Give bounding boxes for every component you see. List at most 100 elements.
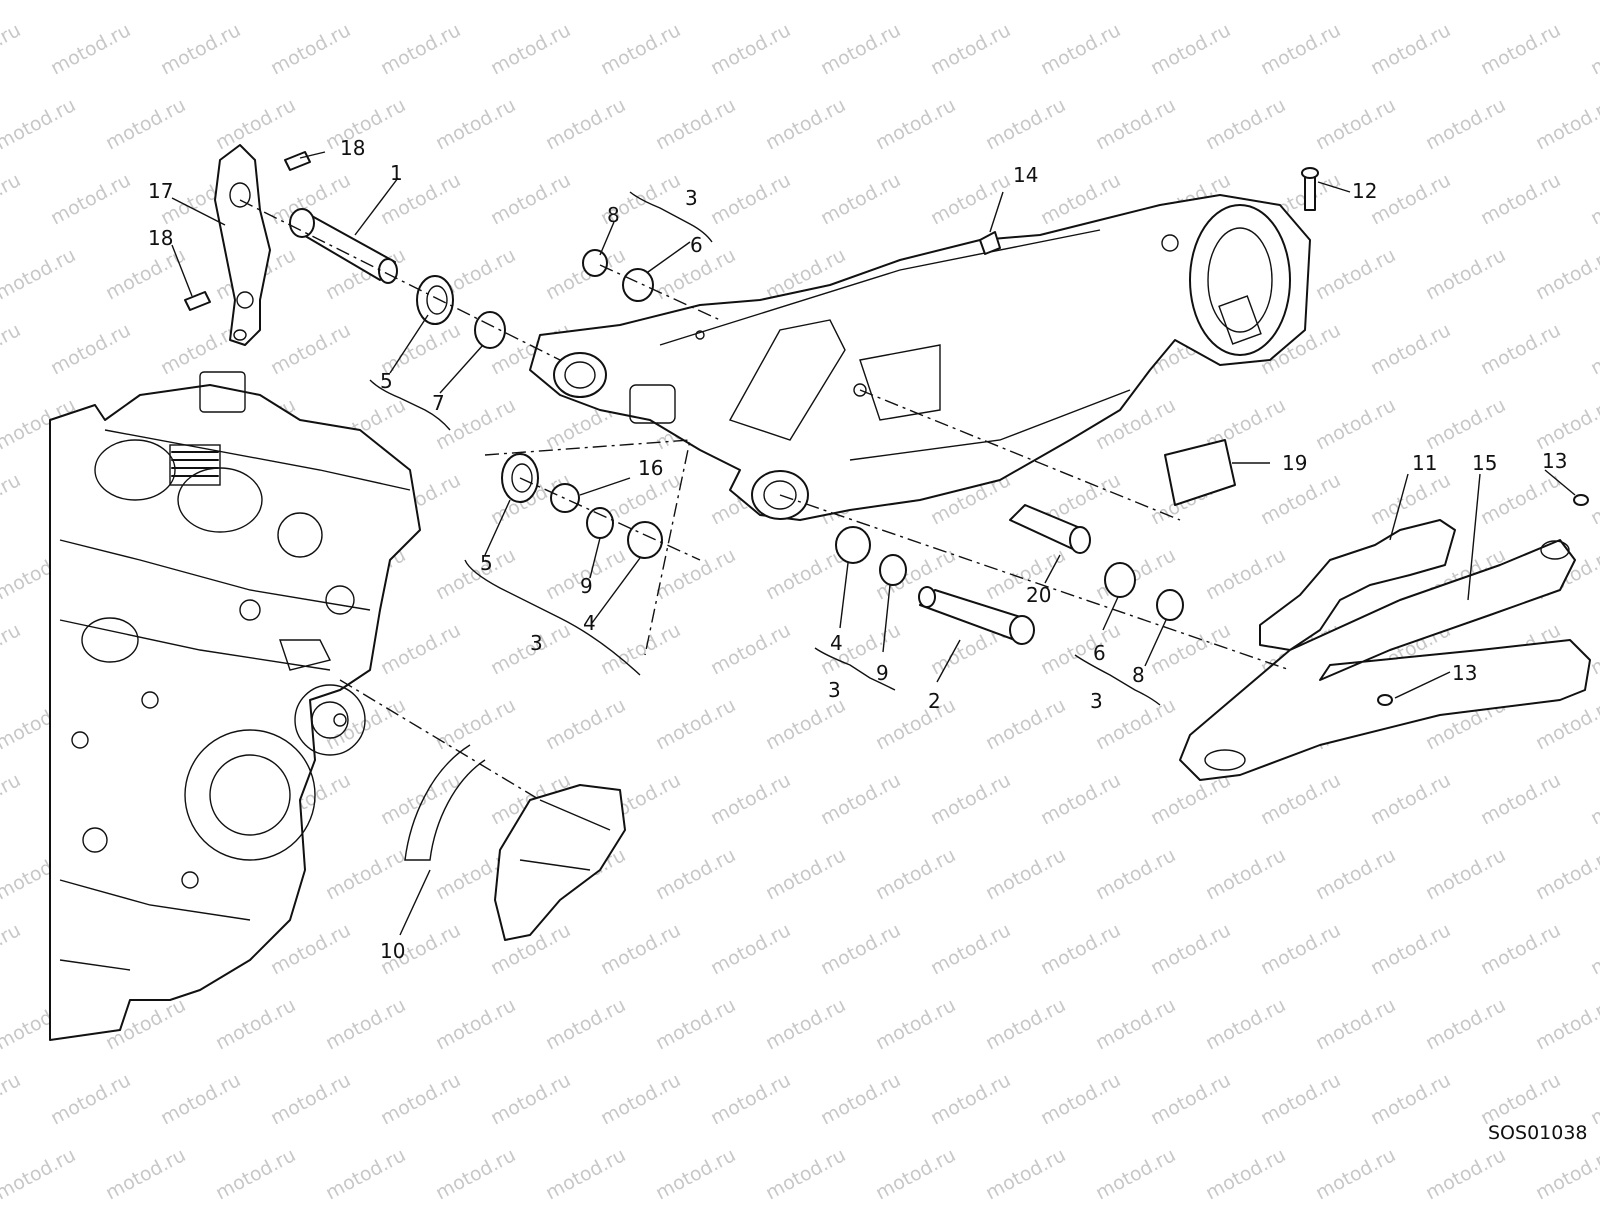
watermark: motod.ru bbox=[102, 0, 189, 4]
watermark: motod.ru bbox=[652, 994, 739, 1054]
watermark: motod.ru bbox=[1092, 844, 1179, 904]
callout-1: 1 bbox=[390, 161, 403, 185]
watermark: motod.ru bbox=[1257, 1069, 1344, 1129]
watermark: motod.ru bbox=[267, 19, 354, 79]
watermark: motod.ru bbox=[0, 244, 79, 304]
watermark: motod.ru bbox=[542, 0, 629, 4]
part-11-chain-guard bbox=[1259, 519, 1456, 651]
watermark: motod.ru bbox=[0, 0, 79, 4]
watermark: motod.ru bbox=[817, 19, 904, 79]
watermark: motod.ru bbox=[0, 1069, 24, 1129]
watermark: motod.ru bbox=[1367, 1069, 1454, 1129]
callout-2: 2 bbox=[928, 689, 941, 713]
watermark: motod.ru bbox=[707, 619, 794, 679]
watermark: motod.ru bbox=[1422, 244, 1509, 304]
callout-4-right: 4 bbox=[830, 631, 843, 655]
watermark: motod.ru bbox=[487, 1069, 574, 1129]
callout-5-top: 5 bbox=[380, 369, 393, 393]
watermark: motod.ru bbox=[1202, 844, 1289, 904]
watermark: motod.ru bbox=[1477, 169, 1564, 229]
watermark: motod.ru bbox=[102, 1144, 189, 1200]
callout-18-top: 18 bbox=[340, 136, 365, 160]
callout-13-top: 13 bbox=[1542, 449, 1567, 473]
watermark: motod.ru bbox=[762, 544, 849, 604]
watermark: motod.ru bbox=[1037, 19, 1124, 79]
watermark: motod.ru bbox=[652, 844, 739, 904]
watermark: motod.ru bbox=[212, 94, 299, 154]
watermark: motod.ru bbox=[1587, 319, 1600, 379]
watermark: motod.ru bbox=[1422, 844, 1509, 904]
watermark: motod.ru bbox=[0, 469, 24, 529]
watermark: motod.ru bbox=[707, 169, 794, 229]
watermark: motod.ru bbox=[927, 1069, 1014, 1129]
watermark: motod.ru bbox=[267, 319, 354, 379]
callout-19: 19 bbox=[1282, 451, 1307, 475]
callout-3-top: 3 bbox=[685, 186, 698, 210]
watermark: motod.ru bbox=[597, 19, 684, 79]
watermark: motod.ru bbox=[707, 769, 794, 829]
watermark: motod.ru bbox=[652, 0, 739, 4]
watermark: motod.ru bbox=[1037, 769, 1124, 829]
watermark: motod.ru bbox=[872, 994, 959, 1054]
watermark: motod.ru bbox=[707, 919, 794, 979]
watermark: motod.ru bbox=[1092, 694, 1179, 754]
watermark: motod.ru bbox=[542, 244, 629, 304]
watermark: motod.ru bbox=[377, 619, 464, 679]
callout-8-top: 8 bbox=[607, 203, 620, 227]
watermark: motod.ru bbox=[1312, 244, 1399, 304]
watermark: motod.ru bbox=[1532, 994, 1600, 1054]
watermark: motod.ru bbox=[597, 919, 684, 979]
watermark: motod.ru bbox=[1587, 19, 1600, 79]
callout-16: 16 bbox=[638, 456, 663, 480]
watermark: motod.ru bbox=[1312, 844, 1399, 904]
watermark: motod.ru bbox=[1422, 94, 1509, 154]
watermark: motod.ru bbox=[542, 994, 629, 1054]
watermark: motod.ru bbox=[0, 769, 24, 829]
watermark: motod.ru bbox=[102, 244, 189, 304]
watermark: motod.ru bbox=[1367, 319, 1454, 379]
callout-3-mid: 3 bbox=[530, 631, 543, 655]
watermark: motod.ru bbox=[982, 1144, 1069, 1200]
watermark: motod.ru bbox=[322, 994, 409, 1054]
watermark: motod.ru bbox=[1037, 619, 1124, 679]
watermark: motod.ru bbox=[1587, 169, 1600, 229]
watermark: motod.ru bbox=[47, 19, 134, 79]
callout-7: 7 bbox=[432, 391, 445, 415]
watermark: motod.ru bbox=[1147, 19, 1234, 79]
callout-20: 20 bbox=[1026, 583, 1051, 607]
callout-8-right: 8 bbox=[1132, 663, 1145, 687]
callout-14: 14 bbox=[1013, 163, 1038, 187]
callout-10: 10 bbox=[380, 939, 405, 963]
watermark: motod.ru bbox=[707, 19, 794, 79]
watermark: motod.ru bbox=[432, 694, 519, 754]
callout-9-mid: 9 bbox=[580, 574, 593, 598]
watermark: motod.ru bbox=[597, 1069, 684, 1129]
watermark: motod.ru bbox=[707, 1069, 794, 1129]
watermark: motod.ru bbox=[47, 169, 134, 229]
watermark: motod.ru bbox=[157, 1069, 244, 1129]
watermark: motod.ru bbox=[0, 619, 24, 679]
watermark: motod.ru bbox=[1532, 1144, 1600, 1200]
watermark: motod.ru bbox=[1202, 544, 1289, 604]
watermark: motod.ru bbox=[487, 169, 574, 229]
watermark: motod.ru bbox=[377, 19, 464, 79]
watermark: motod.ru bbox=[1587, 469, 1600, 529]
part-19-decal bbox=[1164, 439, 1236, 506]
watermark: motod.ru bbox=[0, 1144, 79, 1200]
part-17-bracket bbox=[214, 144, 271, 346]
watermark: motod.ru bbox=[982, 844, 1069, 904]
watermark: motod.ru bbox=[47, 319, 134, 379]
watermark: motod.ru bbox=[1312, 394, 1399, 454]
watermark: motod.ru bbox=[1257, 19, 1344, 79]
callout-5-mid: 5 bbox=[480, 551, 493, 575]
watermark: motod.ru bbox=[1092, 0, 1179, 4]
watermark: motod.ru bbox=[652, 1144, 739, 1200]
callout-6-top: 6 bbox=[690, 233, 703, 257]
watermark: motod.ru bbox=[927, 769, 1014, 829]
watermark: motod.ru bbox=[817, 1069, 904, 1129]
watermark: motod.ru bbox=[1477, 469, 1564, 529]
leader-lines bbox=[171, 151, 1576, 936]
part-1-pivot-shaft bbox=[289, 208, 398, 284]
